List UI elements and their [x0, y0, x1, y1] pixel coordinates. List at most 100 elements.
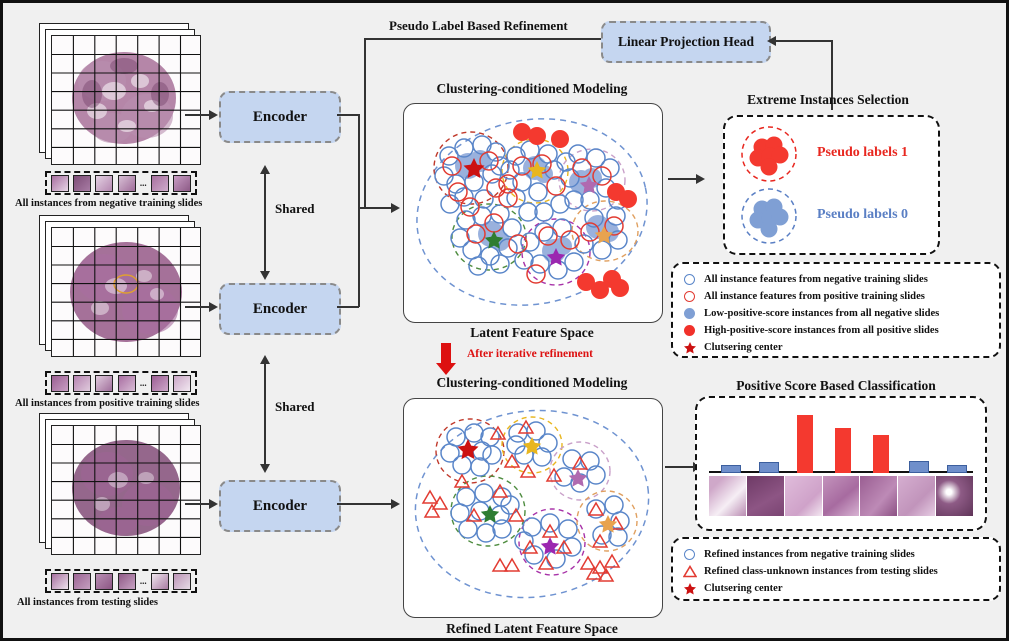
encoder-negative[interactable]: Encoder [219, 91, 341, 143]
encoder-testing[interactable]: Encoder [219, 480, 341, 532]
bus-enc2-up [358, 207, 360, 307]
clustering-top-title: Clustering-conditioned Modeling [436, 81, 628, 96]
patch-thumbnail-3 [784, 476, 822, 516]
refinement-arrow-shaft [441, 343, 451, 365]
extreme-instances-selection-title: Extreme Instances Selection [747, 92, 909, 107]
slide-stack-testing [31, 413, 211, 563]
refinement-arrow-head [436, 363, 456, 375]
patch-thumbnail-6 [898, 476, 936, 516]
arrowhead [391, 203, 400, 213]
patch-thumbnail-5 [860, 476, 898, 516]
shared-label-1: Shared [275, 201, 315, 216]
patch-thumbnail-1 [709, 476, 746, 516]
arrow-slide-to-encoder-1 [185, 114, 210, 116]
arrowhead [260, 464, 270, 473]
pseudo-labels-1-text: Pseudo labels 1 [817, 145, 909, 160]
positive-score-classification-panel [695, 396, 987, 531]
shared-link-2 [264, 358, 266, 466]
open-circle-blue-icon [682, 274, 697, 285]
bar-5 [873, 435, 889, 473]
bus-enc1-out [337, 114, 359, 116]
latent-feature-space-title: Latent Feature Space [470, 325, 594, 340]
arrowhead [209, 499, 218, 509]
refined-latent-feature-space-plot [403, 398, 663, 618]
bar-3 [797, 415, 813, 473]
arrow-slide-to-encoder-2 [185, 306, 210, 308]
refined-latent-feature-space-title: Refined Latent Feature Space [446, 621, 618, 636]
legend-item-label: Refined class-unknown instances from tes… [704, 566, 938, 577]
arrowhead [260, 271, 270, 280]
bar-2 [759, 462, 779, 473]
shared-label-2: Shared [275, 399, 315, 414]
refinement-feedback-horizontal [364, 38, 602, 40]
patch-thumbnail-row [709, 476, 974, 516]
bar-1 [721, 465, 741, 473]
legend-item: Clutsering center [682, 580, 990, 597]
bus-enc1-down [358, 114, 360, 208]
slide-stack-caption-positive: All instances from positive training sli… [15, 398, 200, 409]
open-circle-blue-icon [682, 549, 697, 560]
arrowhead [696, 174, 705, 184]
lph-feedback-horizontal [775, 40, 833, 42]
star-red-icon [682, 582, 697, 596]
patch-thumbnail-7 [936, 476, 974, 516]
linear-projection-head-label: Linear Projection Head [618, 34, 754, 49]
after-iterative-refinement-label: After iterative refinement [467, 348, 594, 360]
filled-circle-red-icon [682, 325, 697, 336]
legend-item-label: All instance features from negative trai… [704, 274, 928, 285]
legend-item-label: Low-positive-score instances from all ne… [704, 308, 940, 319]
clustering-bottom-title: Clustering-conditioned Modeling [436, 375, 628, 390]
patch-strip-positive: ... [45, 371, 197, 395]
shared-link-1 [264, 168, 266, 273]
slide-stack-negative [31, 23, 211, 173]
arrowhead [260, 165, 270, 174]
bar-4 [835, 428, 851, 473]
encoder-positive[interactable]: Encoder [219, 283, 341, 335]
wsi-thumbnail-negative [51, 35, 201, 165]
legend-item: Refined class-unknown instances from tes… [682, 563, 990, 580]
legend-item: Low-positive-score instances from all ne… [682, 305, 990, 322]
arrowhead [209, 110, 218, 120]
legend-item-label: Refined instances from negative training… [704, 549, 915, 560]
patch-thumbnail-4 [822, 476, 860, 516]
latent-feature-space-plot [403, 103, 663, 323]
pseudo-labels-0-text: Pseudo labels 0 [817, 207, 909, 222]
refinement-feedback-vertical [364, 38, 366, 208]
legend-bottom: Refined instances from negative training… [671, 537, 1001, 601]
legend-item: High-positive-score instances from all p… [682, 322, 990, 339]
encoder-label: Encoder [252, 497, 308, 514]
pseudo-label-1-cluster [738, 125, 800, 183]
legend-item: All instance features from negative trai… [682, 271, 990, 288]
legend-item-label: High-positive-score instances from all p… [704, 325, 939, 336]
legend-item-label: Clutsering center [704, 583, 783, 594]
open-triangle-red-icon [682, 565, 697, 578]
extreme-instances-selection-panel: Pseudo labels 1 Pseudo labels 0 [723, 115, 940, 255]
legend-item-label: All instance features from positive trai… [704, 291, 925, 302]
wsi-thumbnail-positive [51, 227, 201, 357]
slide-stack-caption-testing: All instances from testing slides [17, 597, 158, 608]
linear-projection-head[interactable]: Linear Projection Head [601, 21, 771, 63]
legend-top: All instance features from negative trai… [671, 262, 1001, 358]
pseudo-label-refinement-label: Pseudo Label Based Refinement [389, 18, 568, 33]
arrow-latent-to-extreme [668, 178, 698, 180]
legend-item: Refined instances from negative training… [682, 546, 990, 563]
bus-enc2-out [337, 306, 359, 308]
arrowhead [391, 499, 400, 509]
encoder-label: Encoder [252, 300, 308, 317]
arrowhead [260, 355, 270, 364]
legend-item-label: Clutsering center [704, 342, 783, 353]
slide-stack-positive [31, 215, 211, 365]
patch-thumbnail-2 [746, 476, 784, 516]
positive-score-classification-title: Positive Score Based Classification [736, 378, 936, 393]
bar-7 [947, 465, 967, 473]
open-circle-red-icon [682, 291, 697, 302]
patch-strip-testing: ... [45, 569, 197, 593]
arrowhead [767, 36, 776, 46]
arrow-refined-to-classification [665, 466, 695, 468]
wsi-thumbnail-testing [51, 425, 201, 555]
legend-item: Clutsering center [682, 339, 990, 356]
patch-strip-negative: ... [45, 171, 197, 195]
slide-stack-caption-negative: All instances from negative training sli… [15, 198, 203, 209]
star-red-icon [682, 341, 697, 355]
